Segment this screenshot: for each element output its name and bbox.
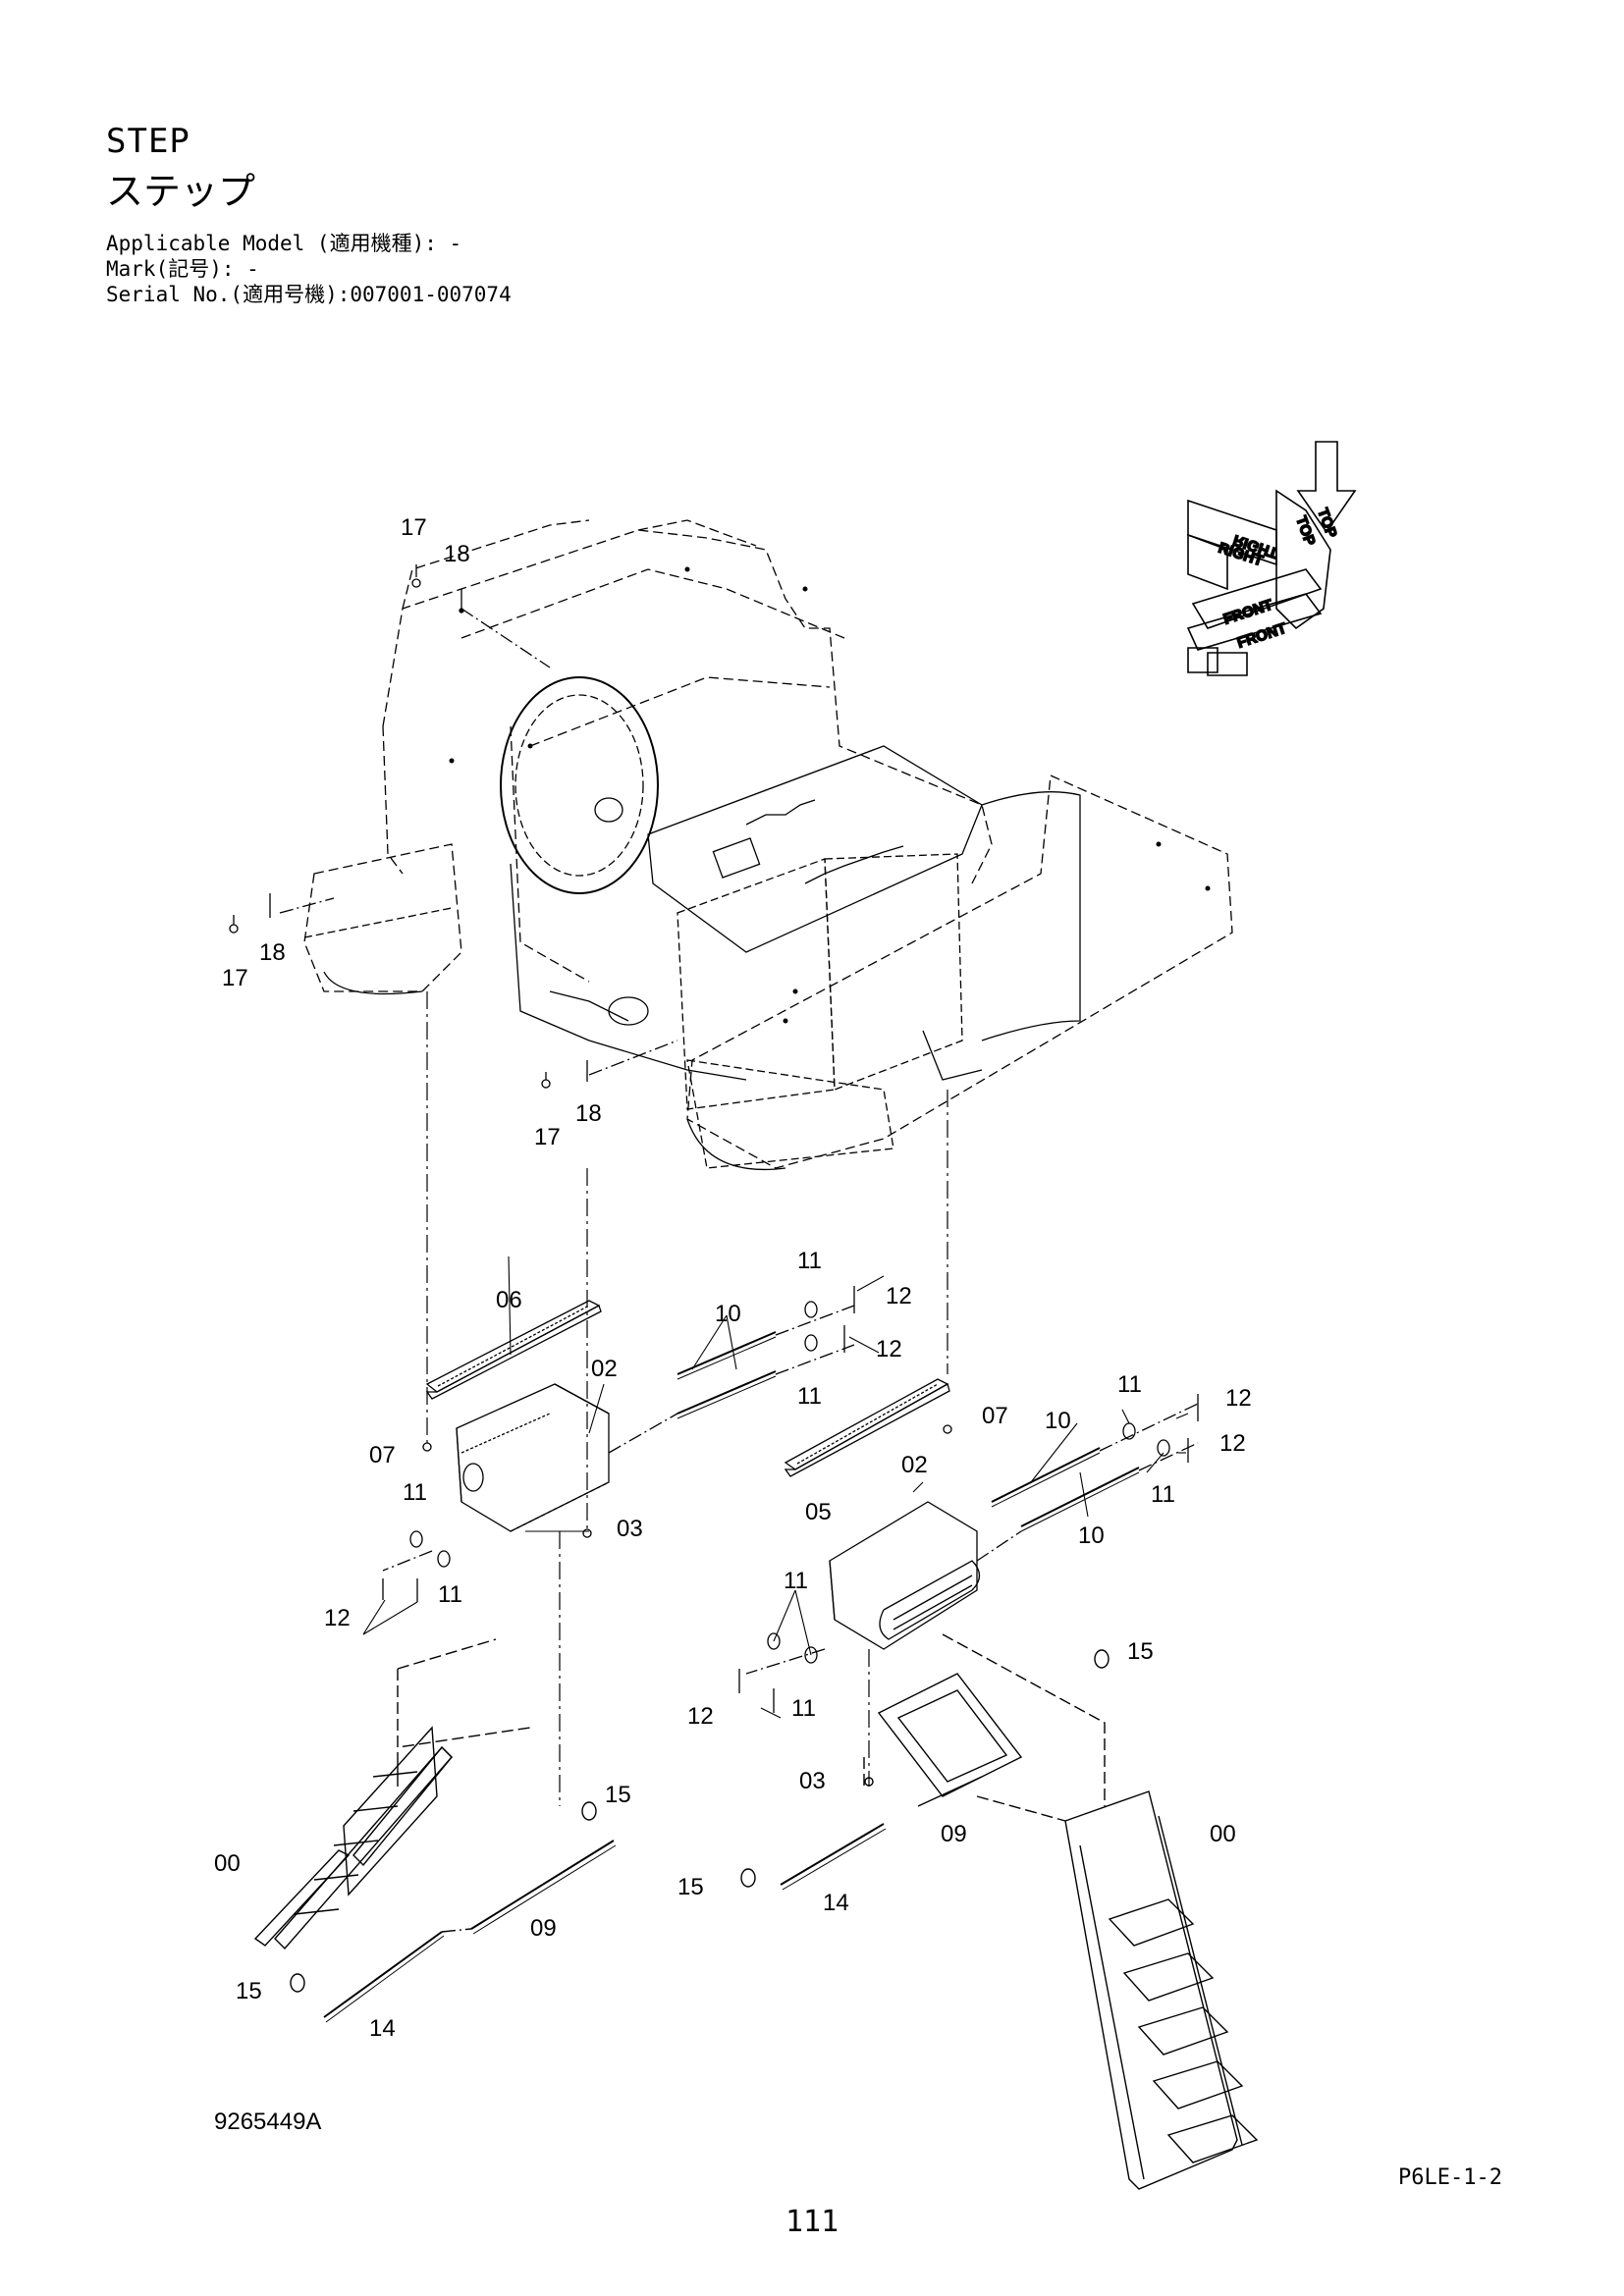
callout-00: 00 xyxy=(214,1850,241,1877)
page-code: P6LE-1-2 xyxy=(1398,2165,1502,2190)
callout-17: 17 xyxy=(401,514,427,541)
assembly-alignment-lines xyxy=(426,991,948,1806)
callout-12: 12 xyxy=(886,1283,912,1309)
callout-03: 03 xyxy=(617,1516,643,1542)
callout-12: 12 xyxy=(687,1703,714,1730)
applicable-model: Applicable Model (適用機種): - xyxy=(106,232,462,255)
callout-15: 15 xyxy=(605,1782,631,1808)
drawing-number: 9265449A xyxy=(214,2109,322,2135)
page-title: STEP xyxy=(106,122,190,161)
left-step-bracket xyxy=(382,1286,855,1602)
callout-labels: 17 18 17 18 17 18 06 10 11 12 12 11 02 0… xyxy=(214,514,1252,2042)
serial-number: Serial No.(適用号機):007001-007074 xyxy=(106,283,512,306)
callout-12: 12 xyxy=(1219,1430,1246,1457)
upper-frame-assembly xyxy=(303,519,1233,1171)
callout-10: 10 xyxy=(1045,1408,1071,1434)
callout-11: 11 xyxy=(784,1568,808,1594)
callout-15: 15 xyxy=(1127,1638,1154,1665)
callout-10: 10 xyxy=(715,1301,741,1327)
callout-11: 11 xyxy=(791,1695,816,1722)
callout-07: 07 xyxy=(982,1403,1008,1429)
callout-12: 12 xyxy=(876,1336,902,1362)
callout-02: 02 xyxy=(591,1356,618,1382)
page-number: 111 xyxy=(785,2205,839,2239)
callout-11: 11 xyxy=(797,1383,822,1410)
callout-18: 18 xyxy=(575,1100,602,1127)
callout-15: 15 xyxy=(677,1874,704,1900)
callout-05: 05 xyxy=(805,1499,832,1525)
callout-leader-lines xyxy=(362,1255,1189,1719)
callout-14: 14 xyxy=(823,1890,849,1916)
callout-12: 12 xyxy=(324,1605,351,1631)
callout-11: 11 xyxy=(403,1479,427,1506)
callout-18: 18 xyxy=(444,541,470,567)
right-ladder xyxy=(740,1633,1259,2190)
callout-15: 15 xyxy=(236,1978,262,2004)
orientation-label-top: TOP xyxy=(1292,514,1318,549)
orientation-label-top: TOP xyxy=(1314,507,1339,541)
orientation-arrows-icon: TOP TOP RIGHT RIGHT FRONT FRONT xyxy=(1186,441,1357,676)
callout-11: 11 xyxy=(1117,1371,1142,1398)
callout-14: 14 xyxy=(369,2015,396,2042)
callout-11: 11 xyxy=(438,1581,462,1608)
mark-field: Mark(記号): - xyxy=(106,257,259,281)
callout-18: 18 xyxy=(259,939,286,966)
callout-07: 07 xyxy=(369,1442,396,1468)
callout-03: 03 xyxy=(799,1768,826,1794)
callout-12: 12 xyxy=(1225,1385,1252,1412)
left-ladder xyxy=(253,1638,617,2023)
orientation-label-front: FRONT xyxy=(1235,620,1288,652)
callout-09: 09 xyxy=(530,1915,557,1942)
right-step-bracket xyxy=(738,1378,1199,1713)
callout-17: 17 xyxy=(534,1124,561,1150)
orientation-label-front: FRONT xyxy=(1221,597,1274,628)
callout-06: 06 xyxy=(496,1287,522,1313)
callout-09: 09 xyxy=(941,1821,967,1847)
callout-11: 11 xyxy=(797,1248,822,1274)
callout-11: 11 xyxy=(1151,1481,1175,1508)
frame-fasteners xyxy=(229,564,678,1089)
callout-00: 00 xyxy=(1210,1821,1236,1847)
page-title-japanese: ステップ xyxy=(106,170,256,213)
callout-17: 17 xyxy=(222,965,248,991)
callout-02: 02 xyxy=(901,1452,928,1478)
callout-10: 10 xyxy=(1078,1522,1105,1549)
